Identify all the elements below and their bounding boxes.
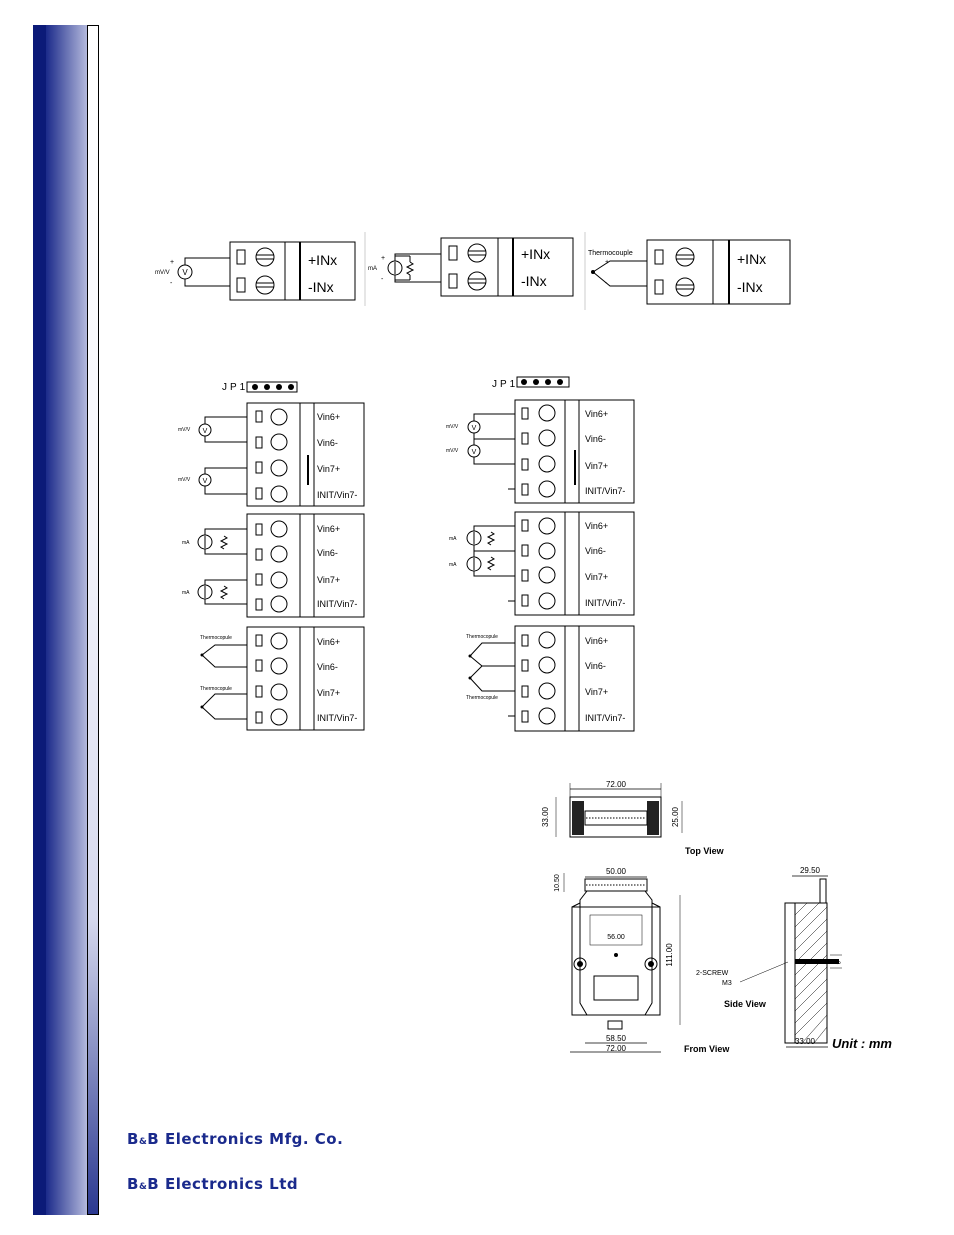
svg-text:Vin6-: Vin6- bbox=[317, 438, 338, 448]
svg-text:Vin6-: Vin6- bbox=[585, 434, 606, 444]
front-view-label: From View bbox=[684, 1044, 730, 1054]
svg-text:Vin6+: Vin6+ bbox=[317, 412, 340, 422]
wiring-current-panel: mA + - +INx -INx bbox=[364, 232, 574, 306]
svg-text:mA: mA bbox=[449, 536, 457, 542]
terminal-minus-label: -INx bbox=[308, 279, 334, 295]
block-thermocouple: Vin6+ Vin6- Vin7+ INIT/Vin7- Thermocopul… bbox=[200, 626, 365, 731]
svg-text:Vin7+: Vin7+ bbox=[585, 687, 608, 697]
sidebar-gradient-inner bbox=[87, 25, 99, 1215]
svg-text:72.00: 72.00 bbox=[606, 1044, 627, 1053]
svg-text:V: V bbox=[472, 449, 477, 456]
svg-text:10.50: 10.50 bbox=[554, 874, 561, 892]
svg-text:V: V bbox=[203, 428, 208, 435]
sidebar-band bbox=[33, 25, 46, 1215]
svg-text:8: 8 bbox=[834, 961, 840, 965]
unit-label: Unit : mm bbox=[832, 1036, 892, 1051]
svg-text:mA: mA bbox=[449, 562, 457, 568]
wiring-thermocouple-panel: Thermocouple + - +INx -INx bbox=[584, 232, 791, 310]
sidebar-frame bbox=[87, 25, 99, 1215]
front-view: 50.00 10.50 56.00 111.00 58.50 72.00 Fro… bbox=[554, 867, 730, 1054]
svg-text:mV/V: mV/V bbox=[178, 477, 191, 483]
svg-text:mA: mA bbox=[182, 540, 190, 546]
svg-text:V: V bbox=[472, 425, 477, 432]
wiring-diagram-top: V mV/V + - +INx -INx mA + - bbox=[150, 230, 800, 310]
svg-text:Vin6+: Vin6+ bbox=[585, 636, 608, 646]
company-name-europe: B&B Electronics Ltd bbox=[127, 1175, 299, 1193]
svg-text:58.50: 58.50 bbox=[606, 1034, 627, 1043]
svg-text:M3: M3 bbox=[722, 980, 732, 987]
block-voltage: Vin6+ Vin6- Vin7+ INIT/Vin7- V mV/V V mV… bbox=[178, 402, 365, 507]
block-current-diff: Vin6+ Vin6- Vin7+ INIT/Vin7- mA mA bbox=[449, 511, 635, 616]
svg-text:2-SCREW: 2-SCREW bbox=[696, 970, 729, 977]
svg-text:INIT/Vin7-: INIT/Vin7- bbox=[585, 598, 625, 608]
svg-text:mV/V: mV/V bbox=[178, 427, 191, 433]
svg-text:+: + bbox=[605, 259, 609, 266]
svg-text:-: - bbox=[381, 276, 384, 283]
svg-text:33.00: 33.00 bbox=[795, 1037, 816, 1046]
block-thermocouple-diff: Vin6+ Vin6- Vin7+ INIT/Vin7- Thermocopul… bbox=[466, 625, 635, 732]
svg-text:Vin6+: Vin6+ bbox=[585, 409, 608, 419]
svg-text:Thermocopule: Thermocopule bbox=[200, 686, 232, 692]
svg-text:mV/V: mV/V bbox=[446, 448, 459, 454]
svg-text:-INx: -INx bbox=[737, 279, 763, 295]
svg-text:72.00: 72.00 bbox=[606, 780, 627, 789]
channel-wiring-left: JP1 Vin6+ Vin6- Vin7+ INIT/Vin7- V mV/V bbox=[170, 375, 380, 735]
voltage-symbol: V bbox=[182, 268, 188, 277]
block-current: Vin6+ Vin6- Vin7+ INIT/Vin7- mA mA bbox=[182, 513, 365, 618]
svg-text:INIT/Vin7-: INIT/Vin7- bbox=[317, 599, 357, 609]
side-view-label: Side View bbox=[724, 999, 767, 1009]
jumper-label: JP1 bbox=[222, 382, 248, 393]
svg-text:Thermocopule: Thermocopule bbox=[200, 635, 232, 641]
top-view: 72.00 33.00 25.00 Top View bbox=[541, 780, 725, 856]
svg-text:56.00: 56.00 bbox=[607, 934, 625, 941]
block-voltage-diff: Vin6+ Vin6- Vin7+ INIT/Vin7- V mV/V V mV… bbox=[446, 399, 635, 504]
svg-text:29.50: 29.50 bbox=[800, 866, 821, 875]
svg-text:-: - bbox=[605, 280, 608, 287]
channel-wiring-right: JP1 Vin6+ Vin6- Vin7+ INIT/Vin7- V mV/V … bbox=[440, 372, 650, 737]
svg-text:Vin7+: Vin7+ bbox=[317, 575, 340, 585]
svg-text:INIT/Vin7-: INIT/Vin7- bbox=[585, 713, 625, 723]
svg-text:Vin6-: Vin6- bbox=[317, 548, 338, 558]
svg-text:INIT/Vin7-: INIT/Vin7- bbox=[317, 713, 357, 723]
terminal-plus-label: +INx bbox=[308, 252, 337, 268]
svg-text:Vin6+: Vin6+ bbox=[317, 637, 340, 647]
svg-text:Vin7+: Vin7+ bbox=[585, 572, 608, 582]
svg-text:-: - bbox=[170, 280, 173, 287]
svg-text:+: + bbox=[170, 259, 174, 266]
svg-text:+INx: +INx bbox=[521, 246, 550, 262]
svg-text:Vin7+: Vin7+ bbox=[317, 464, 340, 474]
svg-text:Vin7+: Vin7+ bbox=[585, 461, 608, 471]
svg-text:Thermocopule: Thermocopule bbox=[466, 634, 498, 640]
side-view: 29.50 8 2-SCREW M3 Side View 33.00 bbox=[696, 866, 892, 1051]
svg-text:INIT/Vin7-: INIT/Vin7- bbox=[317, 490, 357, 500]
svg-text:Thermocopule: Thermocopule bbox=[466, 695, 498, 701]
svg-text:111.00: 111.00 bbox=[665, 943, 674, 967]
svg-text:33.00: 33.00 bbox=[541, 806, 550, 827]
company-name-usa: B&B Electronics Mfg. Co. bbox=[127, 1130, 344, 1148]
svg-text:Vin7+: Vin7+ bbox=[317, 688, 340, 698]
svg-text:INIT/Vin7-: INIT/Vin7- bbox=[585, 486, 625, 496]
svg-text:mV/V: mV/V bbox=[446, 424, 459, 430]
svg-text:Vin6-: Vin6- bbox=[317, 662, 338, 672]
svg-text:Vin6-: Vin6- bbox=[585, 546, 606, 556]
svg-text:+: + bbox=[381, 255, 385, 262]
wiring-voltage-panel: V mV/V + - +INx -INx bbox=[155, 241, 356, 301]
svg-text:V: V bbox=[203, 478, 208, 485]
svg-text:50.00: 50.00 bbox=[606, 867, 627, 876]
svg-text:mA: mA bbox=[182, 590, 190, 596]
svg-text:+INx: +INx bbox=[737, 251, 766, 267]
dimension-drawing: 72.00 33.00 25.00 Top View 50.00 10.50 bbox=[530, 775, 910, 1060]
svg-text:Vin6+: Vin6+ bbox=[585, 521, 608, 531]
thermocouple-label: Thermocouple bbox=[588, 250, 633, 257]
svg-text:JP1: JP1 bbox=[492, 379, 518, 390]
svg-text:25.00: 25.00 bbox=[671, 806, 680, 827]
voltage-source-label: mV/V bbox=[155, 270, 170, 276]
svg-text:-INx: -INx bbox=[521, 273, 547, 289]
current-source-label: mA bbox=[368, 266, 377, 272]
top-view-label: Top View bbox=[685, 846, 725, 856]
svg-text:Vin6-: Vin6- bbox=[585, 661, 606, 671]
svg-text:Vin6+: Vin6+ bbox=[317, 524, 340, 534]
